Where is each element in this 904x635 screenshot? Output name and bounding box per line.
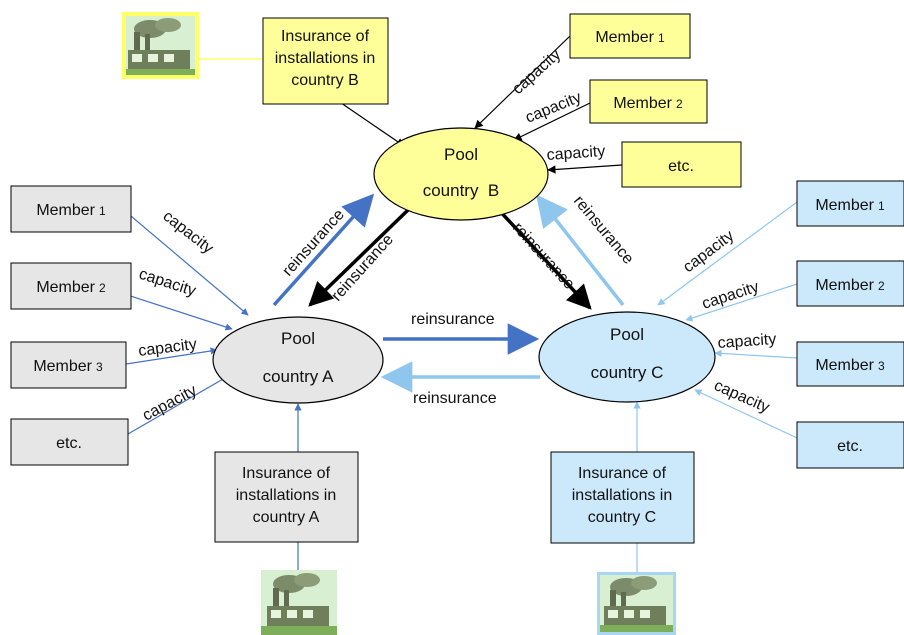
reinsurance-b-to-c [495,206,592,310]
reinsurance-c-to-b [536,194,625,307]
factory-icon [597,572,676,635]
member-c-1-label: Member [815,197,874,214]
member-b-1-label: Member [595,29,654,46]
factory-icon [261,570,337,635]
member-c-3: Member 3 [796,341,904,387]
installations-a-line2: installations in [236,487,337,504]
capacity-label-a4: capacity [140,382,200,425]
member-a-etc-label: etc. [56,435,82,452]
arrow-etc-to-pool-b [547,164,623,174]
member-c-1-sub: 1 [878,199,885,213]
member-a-2-sub: 2 [99,281,106,295]
arrow-member1-to-pool-b [474,35,571,129]
capacity-label-c1: capacity [680,227,737,276]
installations-a-box: Insurance of installations in country A [214,451,359,543]
member-a-2-label: Member [36,279,95,296]
installations-b-line2: installations in [275,50,376,67]
arrow-etc-to-pool-c [694,389,798,439]
factory-icon [122,12,199,79]
member-a-1-label: Member [36,202,95,219]
capacity-label-c3: capacity [717,331,777,352]
member-a-1: Member 1 [10,185,132,233]
member-c-2: Member 2 [796,260,904,307]
installations-b-box: Insurance of installations in country B [262,17,389,105]
pool-a-line2: country A [263,367,335,386]
arrow-etc-to-pool-a [127,374,231,435]
pool-b: Pool country B [373,127,549,221]
capacity-label-a1: capacity [160,208,217,258]
member-b-2-sub: 2 [676,97,683,111]
pool-c: Pool country C [538,311,716,403]
member-c-1: Member 1 [796,180,904,227]
pool-a: Pool country A [212,316,384,404]
reinsurance-a-to-b [272,193,375,307]
member-b-etc: etc. [621,141,742,188]
arrow-member1-to-pool-c [657,201,798,306]
arrow-member2-to-pool-b [513,102,591,141]
arrow-member1-to-pool-a [111,199,249,316]
capacity-label-b1: capacity [509,46,564,98]
member-a-3-sub: 3 [96,360,103,374]
pool-c-line1: Pool [610,325,644,344]
installations-c-line2: installations in [572,487,673,504]
installations-c-line3: country C [588,509,656,526]
member-a-1-sub: 1 [99,204,106,218]
capacity-label-a3: capacity [137,336,197,360]
capacity-label-c4: capacity [711,377,772,416]
member-b-1-sub: 1 [658,31,665,45]
installations-a-line1: Insurance of [242,465,331,482]
installations-b-line3: country B [291,72,359,89]
member-b-2: Member 2 [589,79,708,124]
installations-b-line1: Insurance of [281,28,370,45]
reinsurance-label-b-to-a: reinsurance [328,231,397,305]
capacity-label-a2: capacity [137,266,198,300]
member-c-3-label: Member [815,357,874,374]
member-b-etc-label: etc. [668,158,694,175]
capacity-label-c2: capacity [700,278,761,312]
arrow-member2-to-pool-c [685,283,798,322]
member-c-etc: etc. [796,421,904,469]
pool-a-line1: Pool [281,329,315,348]
member-a-etc: etc. [10,418,129,466]
reinsurance-b-to-a [308,208,410,307]
member-a-3-label: Member [33,358,92,375]
member-c-3-sub: 3 [878,359,885,373]
reinsurance-label-c-to-a: reinsurance [413,390,497,407]
arrow-member2-to-pool-a [117,291,233,331]
installations-c-line1: Insurance of [578,465,667,482]
member-b-1: Member 1 [569,13,691,59]
member-a-3: Member 3 [10,341,127,389]
member-c-2-label: Member [815,277,874,294]
member-a-2: Member 2 [10,262,132,310]
pool-b-line2: country B [423,181,500,200]
capacity-label-b3: capacity [546,143,606,164]
pool-b-line1: Pool [444,145,478,164]
arrow-member3-to-pool-a [125,347,218,365]
member-b-2-label: Member [613,95,672,112]
member-c-2-sub: 2 [878,279,885,293]
reinsurance-label-b-to-c: reinsurance [509,219,578,293]
reinsurance-label-a-to-b: reinsurance [279,206,348,280]
installations-c-box: Insurance of installations in country C [550,451,695,544]
arrow-member3-to-pool-c [714,349,798,359]
reinsurance-label-c-to-b: reinsurance [570,193,637,268]
pool-c-line2: country C [591,363,664,382]
reinsurance-label-a-to-c: reinsurance [411,311,495,328]
installations-a-line3: country A [253,509,320,526]
member-c-etc-label: etc. [837,438,863,455]
